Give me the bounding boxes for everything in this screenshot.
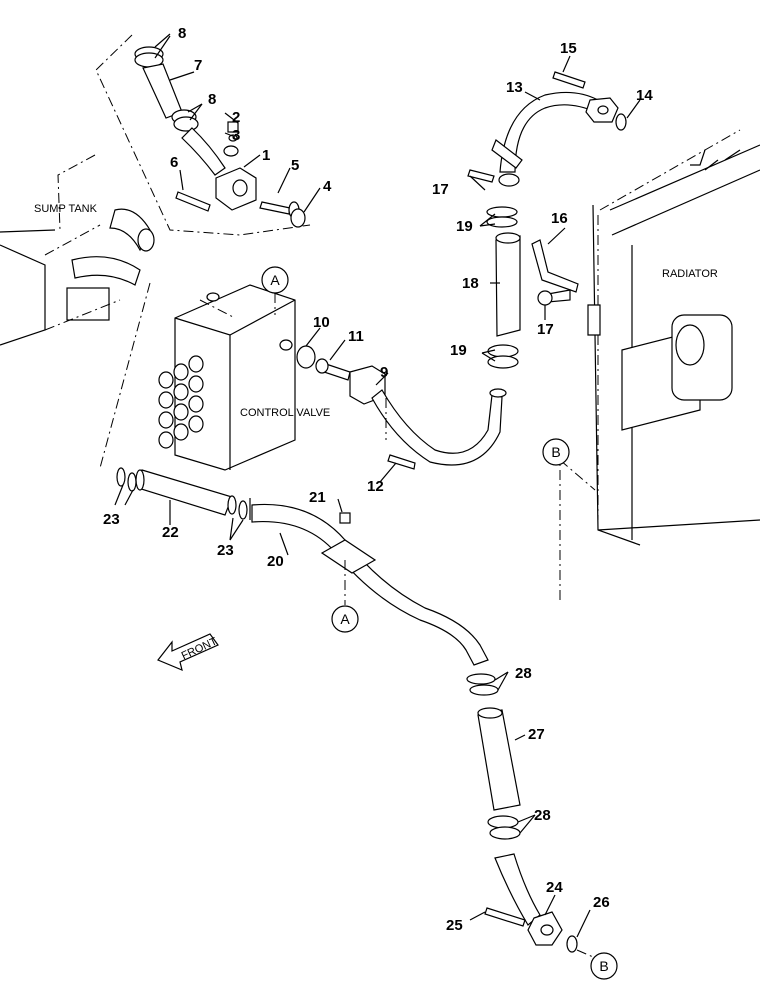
- part-14: 14: [636, 87, 653, 104]
- part-13: 13: [506, 79, 523, 96]
- front-direction-arrow: FRONT: [157, 633, 219, 672]
- part-19-top: 19: [456, 218, 473, 235]
- sump-tank-label: SUMP TANK: [34, 203, 98, 215]
- radiator-label: RADIATOR: [662, 268, 718, 280]
- part-8-mid: 8: [208, 91, 216, 108]
- part-22: 22: [162, 524, 179, 541]
- part-15: 15: [560, 40, 577, 57]
- part-17-bottom: 17: [537, 321, 554, 338]
- part-8-top: 8: [178, 25, 186, 42]
- part-7: 7: [194, 57, 202, 74]
- part-4: 4: [323, 178, 332, 195]
- part-28-top: 28: [515, 665, 532, 682]
- svg-text:A: A: [340, 611, 350, 627]
- part-6: 6: [170, 154, 178, 171]
- bottom-pipe-assembly: [466, 458, 601, 961]
- part-10: 10: [313, 314, 330, 331]
- part-19-bottom: 19: [450, 342, 467, 359]
- part-25: 25: [446, 917, 463, 934]
- control-valve: CONTROL VALVE: [158, 284, 330, 471]
- control-valve-label: CONTROL VALVE: [240, 407, 330, 419]
- svg-text:A: A: [270, 272, 280, 288]
- part-28-bottom: 28: [534, 807, 551, 824]
- part-2: 2: [232, 109, 240, 126]
- part-12: 12: [367, 478, 384, 495]
- callout-b-bottom: B: [590, 952, 618, 980]
- part-24: 24: [546, 879, 563, 896]
- part-26: 26: [593, 894, 610, 911]
- part-numbers: 8 7 8 2 3 1 6 5 4 10 11 9 12 15 13 14 17…: [103, 25, 653, 934]
- part-1: 1: [262, 147, 270, 164]
- pipe-9-assembly: [296, 327, 507, 483]
- part-20: 20: [267, 553, 284, 570]
- callout-b-right: B: [542, 438, 570, 466]
- part-5: 5: [291, 157, 299, 174]
- top-hose-assembly: [134, 33, 321, 228]
- svg-text:B: B: [551, 444, 560, 460]
- part-11: 11: [348, 328, 364, 345]
- svg-text:B: B: [599, 958, 608, 974]
- part-18: 18: [462, 275, 479, 292]
- part-27: 27: [528, 726, 545, 743]
- callout-a-bottom: A: [331, 605, 359, 633]
- part-17-top: 17: [432, 181, 449, 198]
- part-23-left: 23: [103, 511, 120, 528]
- part-9: 9: [380, 364, 388, 381]
- callout-a-top: A: [261, 266, 289, 315]
- part-3: 3: [232, 127, 240, 144]
- part-23-right: 23: [217, 542, 234, 559]
- sump-tank: SUMP TANK: [0, 203, 155, 346]
- part-21: 21: [309, 489, 326, 506]
- lower-pipe-assembly: [114, 467, 489, 666]
- part-16: 16: [551, 210, 568, 227]
- pipe-13-18-assembly: [467, 55, 641, 369]
- radiator: RADIATOR: [587, 129, 760, 546]
